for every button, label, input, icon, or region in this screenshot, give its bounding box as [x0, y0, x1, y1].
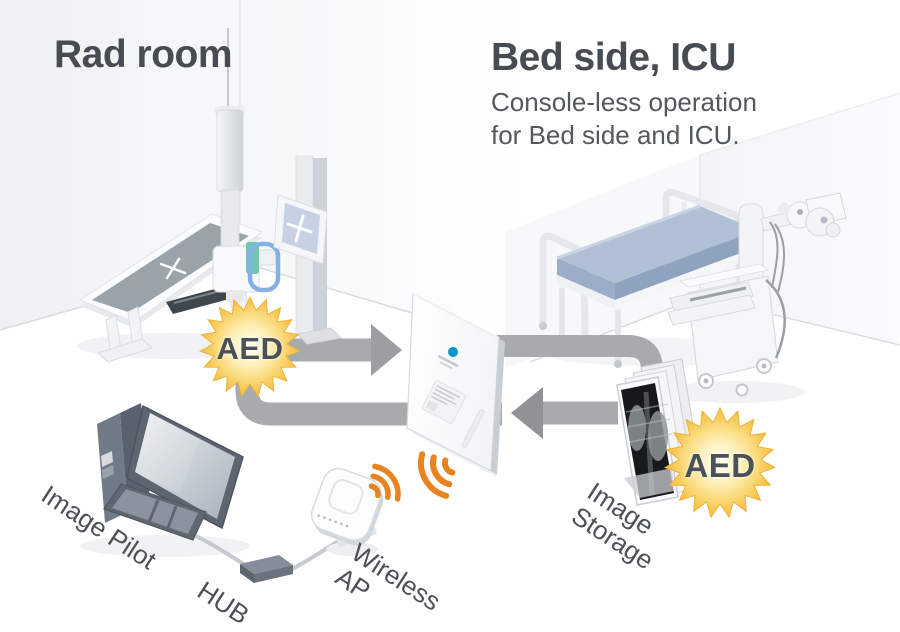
stand-cross-mark — [286, 214, 313, 243]
cable-hub-to-ap — [289, 538, 342, 572]
ceiling-tube-mount — [212, 28, 281, 302]
bedside-subtitle-line1: Console-less operation — [491, 87, 757, 117]
image-pilot-workstation — [80, 403, 250, 568]
aed-badge-label-rad: AED — [216, 331, 284, 366]
wifi-waves-icon — [368, 463, 401, 502]
bed-mattress — [557, 206, 757, 283]
panel-label-block — [421, 380, 467, 424]
detector-panel — [406, 293, 505, 477]
table-cross-mark — [159, 257, 187, 280]
arrowhead-right-icon — [371, 324, 402, 376]
path-aed-to-panel — [235, 368, 502, 426]
bedside-subtitle-line2: for Bed side and ICU. — [491, 120, 740, 150]
arrowhead-left-icon — [511, 387, 543, 439]
hub-device — [240, 538, 342, 583]
bedside-title: Bed side, ICU — [491, 36, 736, 79]
tube-handle — [247, 241, 281, 293]
starburst-badge-rad-room — [198, 295, 302, 398]
wall-stand — [273, 155, 343, 345]
wireless-ap-device — [310, 467, 384, 556]
rad-room-title: Rad room — [54, 33, 233, 76]
wifi-waves-icon — [418, 451, 456, 499]
mobile-xray-unit — [665, 192, 847, 403]
manufacturer-logo-dot — [448, 347, 458, 357]
aed-badge-label-storage: AED — [684, 447, 756, 484]
starburst-badge-image-storage — [664, 406, 776, 519]
